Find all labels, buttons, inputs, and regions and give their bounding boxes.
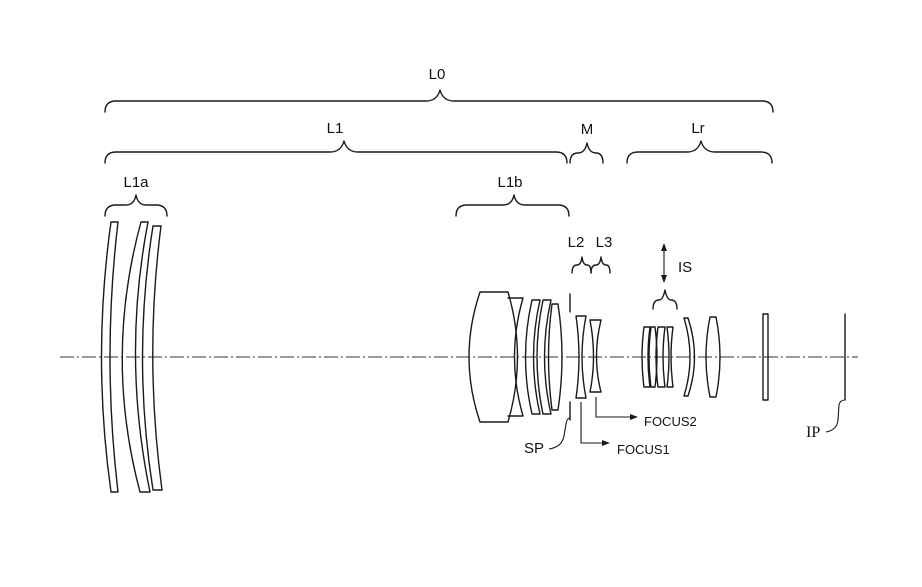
label-ip: IP	[806, 424, 820, 441]
label-l2: L2	[568, 234, 585, 251]
lens-element-l1a-1	[100, 221, 119, 493]
lens-element-l3	[589, 319, 602, 393]
lens-element-is-3	[655, 326, 666, 388]
focus1-arrow	[580, 402, 610, 446]
lens-element-rear-1	[683, 317, 696, 397]
ip-leader-line	[825, 399, 846, 433]
label-m: M	[581, 121, 594, 138]
lens-element-l1b-2	[507, 297, 524, 417]
lens-element-l1b-5	[547, 303, 563, 411]
label-focus1: FOCUS1	[617, 442, 670, 457]
label-l1a: L1a	[123, 174, 149, 191]
brace-lr	[626, 140, 773, 164]
focus2-arrow	[595, 397, 638, 420]
brace-l1a	[104, 194, 168, 217]
lens-element-is-1	[641, 326, 651, 388]
lens-group-l1b	[468, 291, 563, 423]
lens-group-l1a	[100, 221, 163, 493]
filter-glass-plate	[762, 313, 769, 401]
lens-element-l1b-1	[468, 291, 519, 423]
brace-l3	[590, 256, 611, 274]
brace-m	[569, 142, 604, 164]
label-l0: L0	[429, 66, 446, 83]
lens-element-rear-2	[705, 316, 721, 398]
brace-l0	[104, 89, 774, 113]
label-l1b: L1b	[497, 174, 522, 191]
lens-element-l1b-3	[524, 299, 541, 415]
lens-element-l1b-4	[536, 299, 552, 415]
label-focus2: FOCUS2	[644, 414, 697, 429]
label-sp: SP	[524, 440, 544, 457]
brace-l1b	[455, 194, 570, 217]
label-is: IS	[678, 259, 692, 276]
brace-is	[652, 289, 678, 310]
label-lr: Lr	[691, 120, 704, 137]
sp-leader-line	[548, 417, 571, 450]
brace-l1	[104, 140, 568, 164]
brace-l2	[571, 256, 592, 274]
lens-element-l2	[575, 315, 587, 399]
lens-group-is	[641, 326, 674, 388]
label-l3: L3	[596, 234, 613, 251]
label-l1: L1	[327, 120, 344, 137]
lens-element-l1a-2	[121, 221, 151, 493]
lens-element-l1a-3	[141, 225, 163, 491]
lens-element-is-4	[666, 326, 674, 388]
